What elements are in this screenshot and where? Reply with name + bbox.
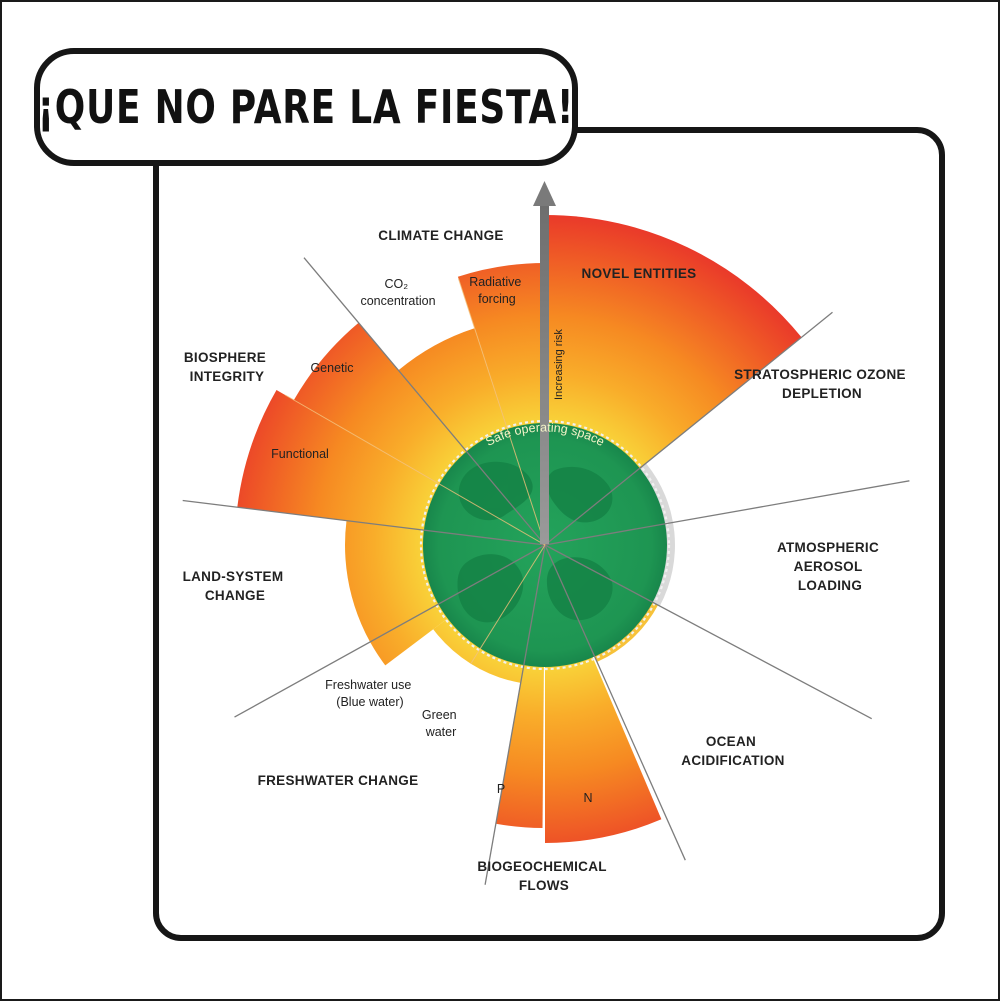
category-stratospheric-ozone: STRATOSPHERIC OZONE DEPLETION: [734, 367, 910, 401]
category-atmospheric-aerosol: ATMOSPHERIC AEROSOL LOADING: [777, 540, 883, 593]
divider-freshwater-land: [234, 544, 546, 718]
sub-label-freshwater-use: Freshwater use (Blue water): [325, 678, 415, 709]
sub-divider-freshwater: [470, 544, 546, 664]
category-land-system-change: LAND-SYSTEM CHANGE: [183, 569, 288, 603]
divider-ozone-aerosol: [544, 480, 910, 546]
sub-label-functional: Functional: [271, 447, 329, 461]
sub-label-co2-concentration: CO₂ concentration: [360, 277, 435, 308]
divider-biogeo-freshwater: [484, 544, 546, 885]
sub-divider-lines: [284, 278, 546, 664]
sub-label-nitrogen: N: [583, 791, 592, 805]
category-novel-entities: NOVEL ENTITIES: [582, 266, 697, 281]
risk-axis-arrow: [533, 181, 556, 544]
category-freshwater-change: FRESHWATER CHANGE: [258, 773, 419, 788]
sub-label-genetic: Genetic: [310, 361, 353, 375]
category-biosphere-integrity: BIOSPHERE INTEGRITY: [184, 350, 270, 384]
category-biogeochemical-flows: BIOGEOCHEMICAL FLOWS: [477, 859, 610, 893]
sub-label-radiative-forcing: Radiative forcing: [469, 275, 525, 306]
sub-label-green-water: Green water: [422, 708, 460, 739]
divider-aerosol-ocean: [544, 544, 873, 720]
divider-land-biosphere: [182, 499, 546, 546]
divider-novel-ozone: [544, 311, 833, 546]
title-banner: ¡QUE NO PARE LA FIESTA!: [34, 48, 578, 166]
sub-label-phosphorus: P: [497, 782, 505, 796]
divider-biosphere-climate: [303, 257, 546, 546]
category-ocean-acidification: OCEAN ACIDIFICATION: [681, 734, 784, 768]
sub-divider-biosphere: [284, 394, 546, 546]
sub-divider-climate: [458, 278, 546, 546]
category-climate-change: CLIMATE CHANGE: [378, 228, 503, 243]
increasing-risk-label: Increasing risk: [553, 329, 565, 400]
page-title: ¡QUE NO PARE LA FIESTA!: [37, 80, 575, 134]
divider-ocean-biogeo: [544, 544, 686, 861]
sector-divider-lines: [182, 257, 910, 885]
